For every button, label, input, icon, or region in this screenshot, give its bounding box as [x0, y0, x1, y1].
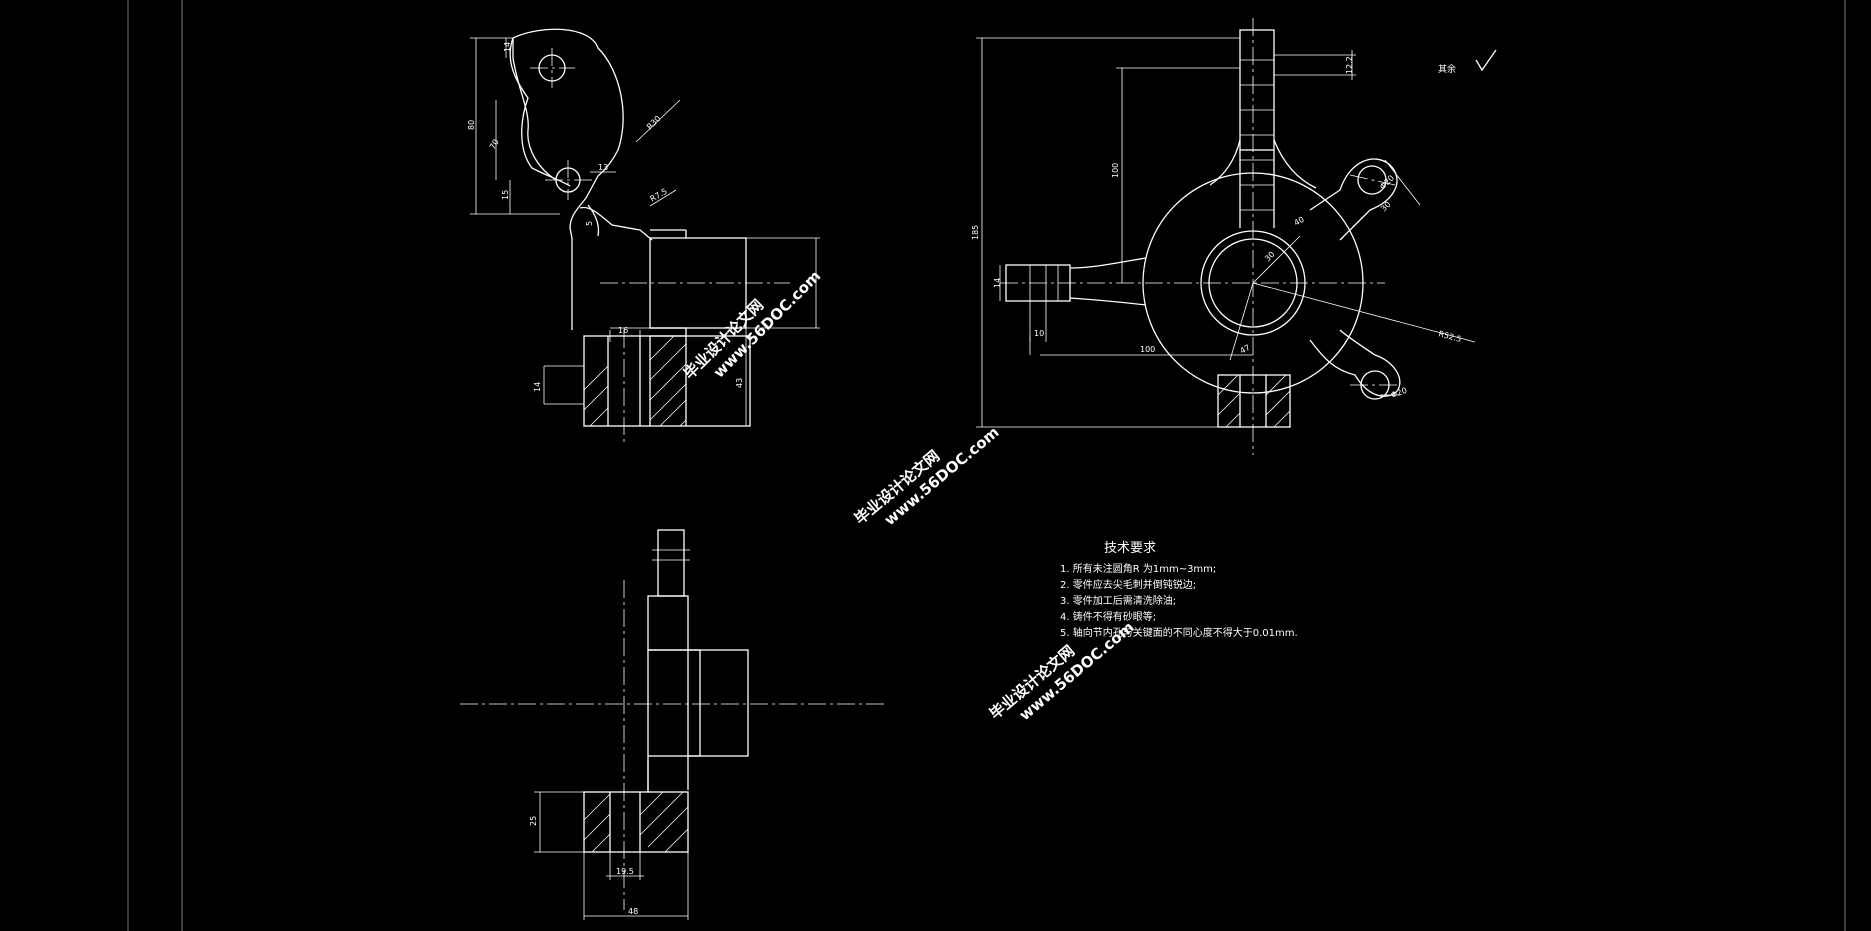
dim-label: 43 — [735, 378, 744, 388]
dim-label: 14 — [503, 42, 512, 52]
hatch-pattern — [583, 791, 689, 853]
dim-label: R52.5 — [1437, 329, 1462, 344]
dim-label: 25 — [529, 816, 538, 826]
surface-finish-symbol: 其余 — [1438, 49, 1497, 75]
dim-label: 14 — [993, 278, 1002, 288]
dim-label: 80 — [467, 120, 476, 130]
dim-label: 16 — [618, 326, 628, 335]
technical-requirements: 技术要求 1. 所有未注圆角R 为1mm~3mm; 2. 零件应去尖毛刺并倒钝锐… — [1060, 541, 1298, 639]
watermark-group: 毕业设计论文网 www.56DOC.com 毕业设计论文网 www.56DOC.… — [680, 267, 1137, 724]
roughness-check-icon — [1475, 49, 1497, 72]
hatch-pattern — [1217, 374, 1291, 428]
side-view-top-left: 14 80 70 15 13 R30 R7.5 5 16 14 43 — [467, 28, 820, 446]
tech-requirement-item: 4. 铸件不得有砂眼等; — [1060, 610, 1156, 623]
dim-label: 47 — [1239, 343, 1252, 356]
dim-label: 70 — [488, 138, 501, 151]
dim-label: 5 — [585, 221, 594, 226]
tech-requirement-item: 2. 零件应去尖毛刺并倒钝锐边; — [1060, 578, 1196, 591]
dim-label: 14 — [533, 382, 542, 392]
dim-label: 12.2 — [1345, 56, 1354, 74]
hatch-pattern — [583, 335, 687, 427]
surface-finish-note: 其余 — [1438, 63, 1456, 75]
watermark: 毕业设计论文网 www.56DOC.com — [851, 423, 1003, 529]
dim-label: 100 — [1111, 163, 1120, 178]
dim-label: 185 — [971, 225, 980, 240]
top-view-bottom-left: 25 19.5 48 — [460, 529, 885, 920]
tech-requirement-item: 5. 轴向节内孔与关键面的不同心度不得大于0.01mm. — [1060, 626, 1298, 639]
dim-label: 40 — [1293, 215, 1306, 228]
dim-label: 48 — [628, 907, 638, 916]
dim-label: Φ20 — [1390, 386, 1409, 400]
tech-requirement-item: 3. 零件加工后需清洗除油; — [1060, 594, 1176, 607]
front-view-top-right: 185 12.2 100 10 14 100 30 40 30 R52.5 47… — [971, 18, 1476, 455]
dim-label: 10 — [1034, 329, 1044, 338]
watermark: 毕业设计论文网 www.56DOC.com — [680, 267, 824, 383]
dim-label: 15 — [501, 190, 510, 200]
dim-label: Φ20 — [1378, 173, 1396, 191]
dim-label: 19.5 — [616, 867, 634, 876]
dim-label: R7.5 — [649, 187, 669, 204]
tech-requirement-item: 1. 所有未注圆角R 为1mm~3mm; — [1060, 562, 1216, 575]
dim-label: 30 — [1379, 200, 1393, 214]
tech-requirements-title: 技术要求 — [1104, 541, 1156, 556]
dim-label: 13 — [598, 163, 608, 172]
drawing-frame — [127, 0, 1846, 931]
dim-label: R30 — [645, 114, 663, 132]
dim-label: 100 — [1140, 345, 1155, 354]
